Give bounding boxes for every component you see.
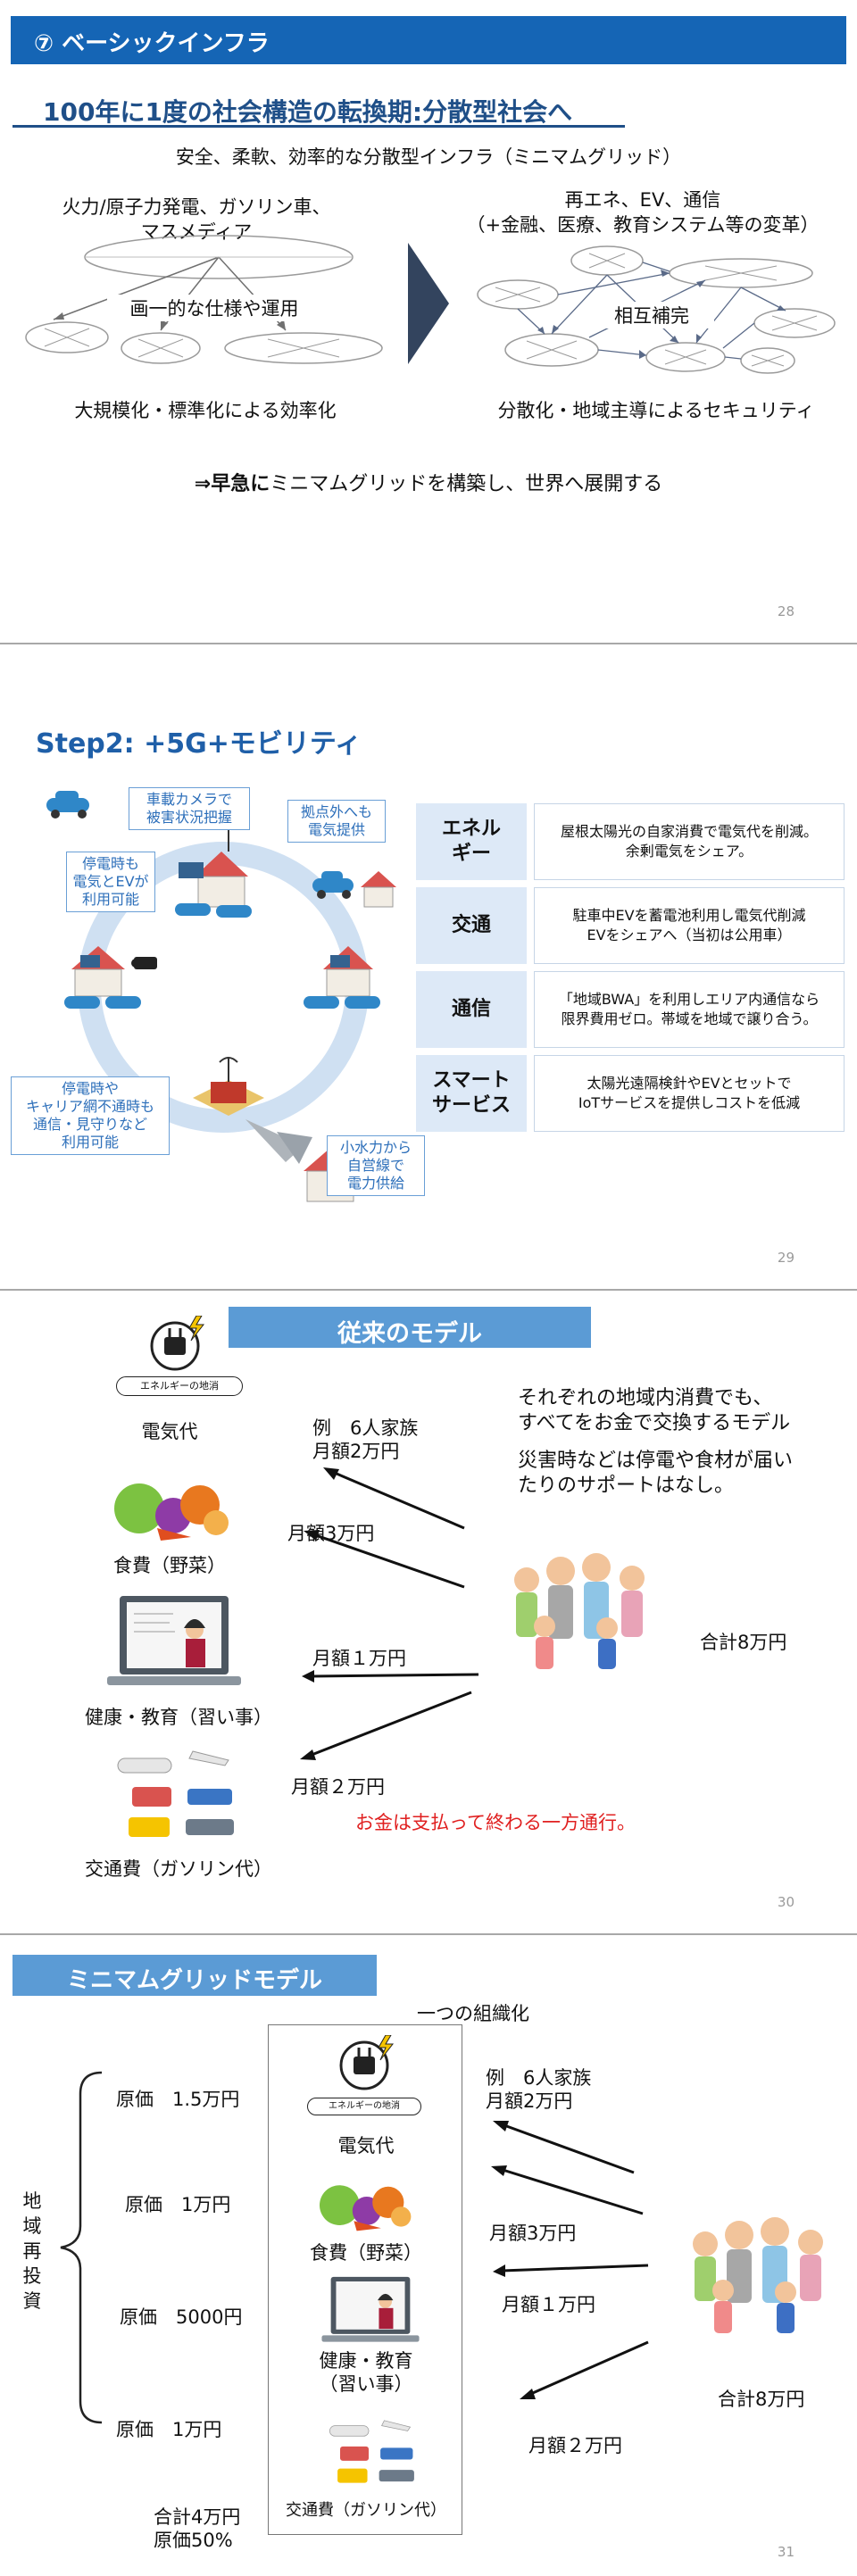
amount-education: 月額１万円 [502,2294,595,2315]
callout-car-camera: 車載カメラで 被害状況把握 [129,787,250,830]
organization-box [268,2024,462,2535]
warning-text: お金は支払って終わる一方通行。 [355,1812,636,1833]
cost-transport: 原価 1万円 [116,2419,222,2440]
total: 合計8万円 [700,1632,787,1653]
row-head-smart: スマート サービス [416,1055,527,1132]
vegetables-icon [114,1483,229,1541]
badge: エネルギーの地消 [307,2098,421,2115]
callout-hydro: 小水力から 自営線で 電力供給 [327,1135,425,1196]
example-line1: 例 6人家族 [486,2067,592,2089]
slide-separator [0,643,857,644]
slide-separator [0,1933,857,1935]
community-ring-diagram [46,791,396,1202]
label-education: 健康・教育 （習い事） [319,2350,413,2395]
row-head-transport: 交通 [416,887,527,964]
payment-arrows [300,1467,479,1760]
slide-step2: Step2: +5G+モビリティ [0,646,857,1287]
label-electricity: 電気代 [141,1421,198,1442]
reinvest-brace [60,2071,103,2424]
label-food: 食費（野菜） [113,1555,226,1576]
slide-basic-infra: ⑦ ベーシックインフラ 100年に1度の社会構造の転換期:分散型社会へ 安全、柔… [0,0,857,641]
slide-separator [0,1289,857,1291]
callout-outside-power: 拠点外へも 電気提供 [287,800,386,843]
family-icon [514,1553,645,1669]
example-line2: 月額2万円 [312,1441,400,1462]
label-food: 食費（野菜） [310,2242,422,2264]
conclusion-emphasis: ⇒早急に [194,473,270,495]
slide-minimum-grid-model: ミニマムグリッドモデル 一つの組織化 地 域 再 投 資 原価 1.5万円 原価… [0,1937,857,2576]
transport-icon [329,2420,414,2483]
example-line2: 月額2万円 [486,2090,573,2112]
transport-icon [117,1750,234,1837]
cost-education: 原価 5000円 [120,2306,243,2328]
label-education: 健康・教育（習い事） [85,1707,272,1728]
banner [229,1307,591,1348]
distributed-diagram [477,245,836,374]
row-head-energy: エネル ギー [416,803,527,880]
cost-food: 原価 1万円 [125,2194,231,2215]
left-heading-line1: 火力/原子力発電、ガソリン車、 [62,196,331,218]
transition-arrow [408,243,449,364]
payment-arrows [491,2121,649,2399]
left-bottom-label: 大規模化・標準化による効率化 [74,400,337,421]
header-bar [11,16,846,64]
sum-total: 合計4万円 [154,2506,241,2528]
badge: エネルギーの地消 [116,1376,243,1396]
desc-line3: 災害時などは停電や食材が届い [518,1450,794,1472]
plug-icon [339,2035,395,2090]
desc-line4: たりのサポートはなし。 [518,1475,735,1497]
laptop-teacher-icon [107,1596,241,1685]
cost-electricity: 原価 1.5万円 [116,2089,240,2110]
title-underline [12,125,625,128]
banner [12,1955,377,1996]
conclusion: ⇒早急にミニマムグリッドを構築し、世界へ展開する [71,468,786,496]
row-body-energy: 屋根太陽光の自家消費で電気代を削減。 余剰電気をシェア。 [534,803,845,880]
label-transport: 交通費（ガソリン代） [85,1858,272,1880]
slide-title: Step2: +5G+モビリティ [36,728,362,760]
amount-transport: 月額２万円 [291,1776,385,1798]
callout-communication: 停電時や キャリア網不通時も 通信・見守りなど 利用可能 [11,1076,170,1155]
amount-education: 月額１万円 [312,1648,406,1669]
slide-conventional-model: 従来のモデル エネルギーの地消 電気代 食費（野菜） 健康・教育（習い事） 交通… [0,1292,857,1932]
example-line1: 例 6人家族 [312,1417,419,1439]
label-transport: 交通費（ガソリン代） [286,2501,446,2520]
car-icon [46,791,89,819]
amount-food: 月額3万円 [489,2223,577,2244]
page-number: 31 [777,2544,795,2560]
desc-line1: それぞれの地域内消費でも、 [518,1387,773,1409]
row-body-transport: 駐車中EVを蓄電池利用し電気代削減 EVをシェアへ（当初は公用車） [534,887,845,964]
right-heading-line2: （+金融、医療、教育システム等の変革） [466,214,820,236]
page-number: 28 [777,603,795,619]
left-heading-line2: マスメディア [140,221,253,243]
banner-title: 従来のモデル [337,1320,482,1348]
desc-line2: すべてをお金で交換するモデル [518,1412,791,1434]
vegetables-icon [320,2185,412,2231]
header-title: ⑦ ベーシックインフラ [34,30,270,57]
plug-icon [150,1316,205,1371]
amount-transport: 月額２万円 [528,2435,622,2456]
sum-cost-ratio: 原価50% [154,2530,233,2551]
slide-title: 100年に1度の社会構造の転換期:分散型社会へ [43,97,573,127]
callout-outage-ev: 停電時も 電気とEVが 利用可能 [66,852,155,912]
right-heading-line1: 再エネ、EV、通信 [564,189,721,211]
subtitle: 安全、柔軟、効率的な分散型インフラ（ミニマムグリッド） [175,146,682,168]
banner-title: ミニマムグリッドモデル [66,1967,322,1994]
label-electricity: 電気代 [337,2135,395,2156]
page-number: 29 [777,1250,795,1266]
page-number: 30 [777,1894,795,1910]
left-mid-label: 画一的な仕様や運用 [107,295,321,321]
conclusion-text: ミニマムグリッドを構築し、世界へ展開する [270,473,663,495]
row-head-comm: 通信 [416,971,527,1048]
laptop-teacher-icon [321,2276,420,2342]
org-label: 一つの組織化 [417,2003,529,2024]
family-icon [693,2217,823,2333]
row-body-smart: 太陽光遠隔検針やEVとセットで IoTサービスを提供しコストを低減 [534,1055,845,1132]
row-body-comm: 「地域BWA」を利用しエリア内通信なら 限界費用ゼロ。帯域を地域で譲り合う。 [534,971,845,1048]
right-mid-label: 相互補完 [589,302,714,328]
right-bottom-label: 分散化・地域主導によるセキュリティ [497,400,815,421]
total: 合計8万円 [718,2389,805,2410]
reinvest-label: 地 域 再 投 資 [22,2190,42,2312]
